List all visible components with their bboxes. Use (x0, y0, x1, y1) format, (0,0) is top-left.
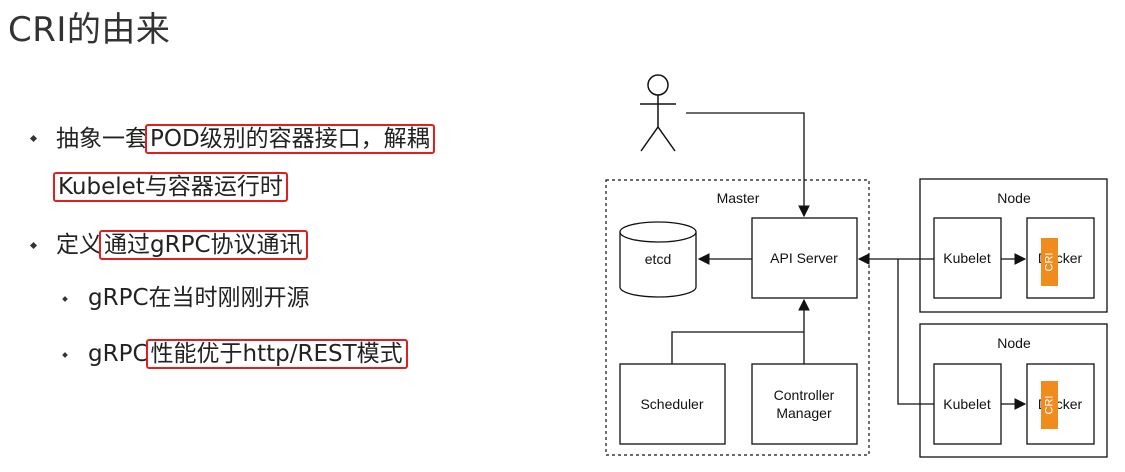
highlight-kubelet-runtime: Kubelet与容器运行时 (53, 172, 288, 202)
sub-bullet-1-text: gRPC在当时刚刚开源 (88, 285, 310, 311)
api-server-box (751, 217, 858, 299)
page-title: CRI的由来 (8, 10, 171, 50)
master-label: Master (717, 190, 760, 206)
node-1-label: Node (997, 190, 1031, 206)
sub-bullet-1: gRPC在当时刚刚开源 (88, 283, 310, 313)
cri-1-badge (1041, 238, 1058, 286)
user-to-api-arrow (686, 112, 810, 218)
controller-manager-box (751, 363, 858, 445)
cri-1-label: CRI (1043, 253, 1055, 272)
cri-2-badge (1041, 381, 1058, 429)
docker-2-box (1026, 363, 1095, 445)
scheduler-box (619, 363, 726, 445)
sub-bullet-2: gRPC性能优于http/REST模式 (88, 339, 408, 369)
kubelet-1-box (933, 217, 1002, 299)
highlight-pod-interface: POD级别的容器接口，解耦 (145, 124, 435, 154)
bullet-1-line-1: 抽象一套POD级别的容器接口，解耦 (56, 124, 435, 154)
controller-manager-label-line2: Manager (776, 405, 832, 421)
user-icon (640, 74, 676, 152)
etcd-label: etcd (645, 251, 671, 267)
scheduler-label: Scheduler (640, 396, 703, 412)
scheduler-to-api-line (671, 331, 804, 364)
highlight-performance: 性能优于http/REST模式 (145, 339, 408, 369)
kubelet-2-box (933, 363, 1002, 445)
api-server-label: API Server (770, 250, 838, 266)
kubelet-1-label: Kubelet (943, 250, 991, 266)
docker-1-box (1026, 217, 1095, 299)
etcd-database (619, 221, 697, 298)
cri-2-label: CRI (1043, 396, 1055, 415)
bullet-2-prefix: 定义 (56, 232, 102, 258)
sub-bullet-2-prefix: gRPC (88, 341, 149, 367)
bullet-1-prefix: 抽象一套 (56, 126, 148, 152)
bullet-1-line-2: Kubelet与容器运行时 (53, 172, 288, 202)
master-boundary (605, 179, 870, 456)
bullet-2: 定义通过gRPC协议通讯 (56, 230, 308, 260)
kubelet2-to-api-line (897, 259, 934, 405)
highlight-grpc: 通过gRPC协议通讯 (99, 230, 308, 260)
controller-manager-label-line1: Controller (774, 387, 835, 403)
kubelet-2-label: Kubelet (943, 396, 991, 412)
node-2-label: Node (997, 335, 1031, 351)
